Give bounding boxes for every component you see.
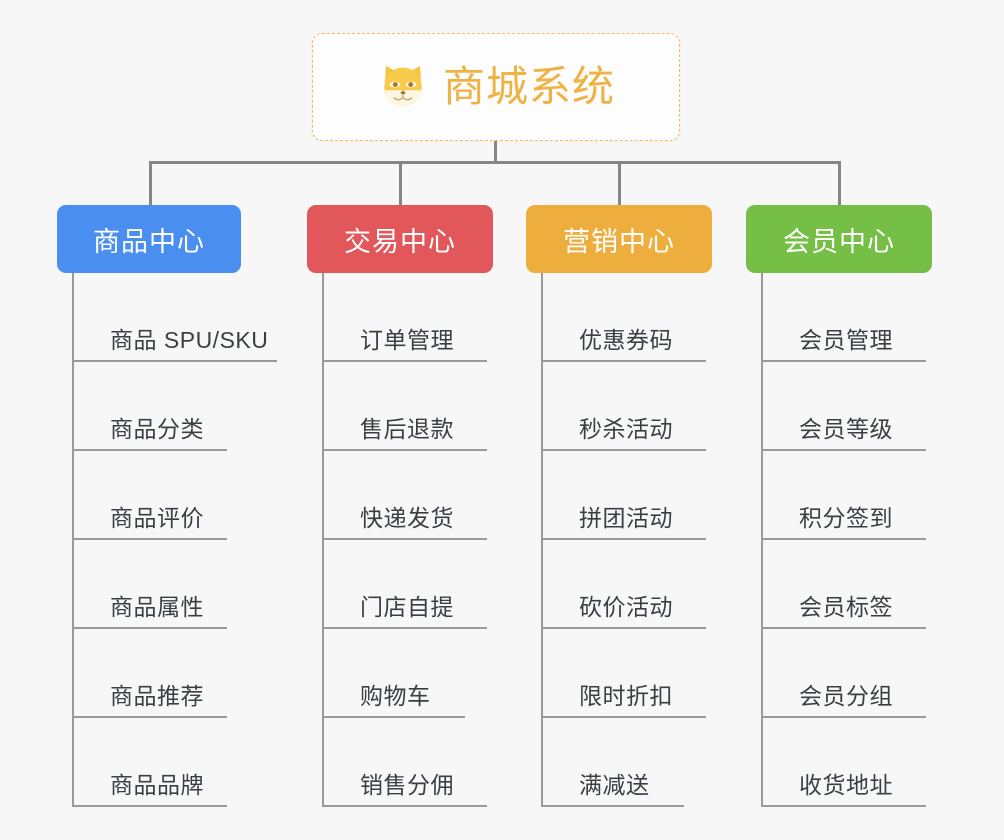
- leaf-item-label: 会员分组: [799, 683, 893, 709]
- connector-horizontal-bus: [149, 161, 841, 164]
- category-label: 商品中心: [93, 226, 205, 257]
- leaf-item[interactable]: 订单管理: [322, 273, 487, 362]
- root-title: 商城系统: [442, 63, 615, 110]
- leaf-item-label: 商品品牌: [110, 772, 204, 798]
- leaf-item[interactable]: 拼团活动: [541, 451, 706, 540]
- leaf-item-label: 积分签到: [799, 505, 893, 531]
- leaf-item-label: 销售分佣: [360, 772, 454, 798]
- leaf-item[interactable]: 商品分类: [72, 362, 227, 451]
- leaf-item[interactable]: 购物车: [322, 629, 465, 718]
- leaf-item[interactable]: 满减送: [541, 718, 684, 807]
- leaf-item[interactable]: 砍价活动: [541, 540, 706, 629]
- branch-spine: [541, 273, 543, 807]
- connector-drop-product-center: [149, 161, 152, 205]
- leaf-item-label: 拼团活动: [579, 505, 673, 531]
- leaf-item-label: 会员管理: [799, 327, 893, 353]
- root-node-content: 商城系统: [377, 61, 615, 113]
- leaf-item[interactable]: 积分签到: [761, 451, 926, 540]
- leaf-item[interactable]: 商品品牌: [72, 718, 227, 807]
- category-label: 交易中心: [344, 226, 456, 257]
- leaf-item-label: 秒杀活动: [579, 416, 673, 442]
- connector-root-stem: [494, 141, 497, 164]
- leaf-item-label: 购物车: [360, 683, 431, 709]
- leaf-item-label: 会员等级: [799, 416, 893, 442]
- leaf-item-label: 商品推荐: [110, 683, 204, 709]
- leaf-item-label: 满减送: [579, 772, 650, 798]
- leaf-item[interactable]: 门店自提: [322, 540, 487, 629]
- leaf-item[interactable]: 商品推荐: [72, 629, 227, 718]
- leaf-item[interactable]: 商品评价: [72, 451, 227, 540]
- connector-drop-marketing-center: [618, 161, 621, 205]
- leaf-item[interactable]: 秒杀活动: [541, 362, 706, 451]
- connector-drop-trade-center: [399, 161, 402, 205]
- leaf-item[interactable]: 会员分组: [761, 629, 926, 718]
- category-box-trade-center[interactable]: 交易中心: [307, 205, 493, 273]
- leaf-item[interactable]: 会员等级: [761, 362, 926, 451]
- leaf-item[interactable]: 销售分佣: [322, 718, 487, 807]
- leaf-item[interactable]: 商品属性: [72, 540, 227, 629]
- leaf-item-label: 优惠券码: [579, 327, 673, 353]
- leaf-item-label: 商品分类: [110, 416, 204, 442]
- leaf-item-label: 商品评价: [110, 505, 204, 531]
- leaf-item-label: 快递发货: [360, 505, 454, 531]
- category-label: 营销中心: [563, 226, 675, 257]
- branch-spine: [72, 273, 74, 807]
- category-box-product-center[interactable]: 商品中心: [57, 205, 241, 273]
- leaf-item-label: 商品属性: [110, 594, 204, 620]
- leaf-item[interactable]: 商品 SPU/SKU: [72, 273, 277, 362]
- leaf-item[interactable]: 会员管理: [761, 273, 926, 362]
- leaf-item[interactable]: 快递发货: [322, 451, 487, 540]
- root-node-shop-system[interactable]: 商城系统: [312, 33, 680, 141]
- leaf-item-label: 会员标签: [799, 594, 893, 620]
- leaf-item[interactable]: 售后退款: [322, 362, 487, 451]
- leaf-item[interactable]: 限时折扣: [541, 629, 706, 718]
- shiba-inu-face-icon: [384, 65, 422, 107]
- category-box-member-center[interactable]: 会员中心: [746, 205, 932, 273]
- category-box-marketing-center[interactable]: 营销中心: [526, 205, 712, 273]
- leaf-item-label: 收货地址: [799, 772, 893, 798]
- leaf-item-label: 订单管理: [360, 327, 454, 353]
- category-label: 会员中心: [783, 226, 895, 257]
- leaf-item-label: 门店自提: [360, 594, 454, 620]
- leaf-item[interactable]: 优惠券码: [541, 273, 706, 362]
- leaf-item-label: 售后退款: [360, 416, 454, 442]
- leaf-item[interactable]: 收货地址: [761, 718, 926, 807]
- leaf-item-label: 限时折扣: [579, 683, 673, 709]
- leaf-item-label: 砍价活动: [579, 594, 673, 620]
- branch-spine: [761, 273, 763, 807]
- branch-spine: [322, 273, 324, 807]
- leaf-item[interactable]: 会员标签: [761, 540, 926, 629]
- connector-drop-member-center: [838, 161, 841, 205]
- leaf-item-label: 商品 SPU/SKU: [110, 327, 269, 353]
